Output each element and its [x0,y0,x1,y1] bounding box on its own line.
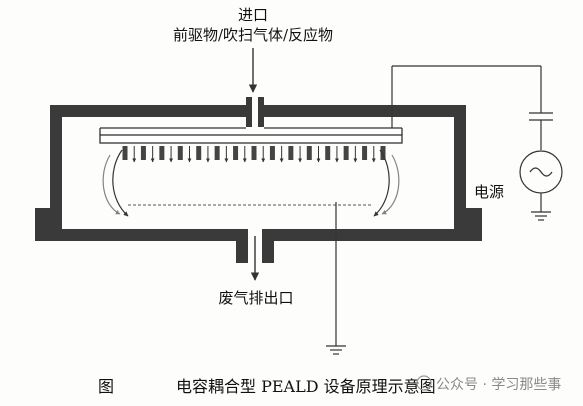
power-label: 电源 [474,183,504,201]
gas-hole [177,146,183,160]
gas-hole [269,146,275,160]
gas-hole [343,146,349,160]
gas-hole [362,146,368,160]
gas-hole [325,146,331,160]
watermark: 公众号 · 学习那些事 [416,375,561,393]
chat-bubble-icon [416,375,432,391]
gas-hole [159,146,165,160]
substrate-ground [326,202,346,355]
exhaust-label: 废气排出口 [218,289,293,307]
right-flow-curve-inner [381,154,400,215]
gas-hole [214,146,220,160]
right-flow-curve [373,149,390,217]
figure-prefix: 图 [98,377,114,396]
gas-hole [380,146,386,160]
gas-hole [251,146,257,160]
gas-hole [140,146,146,160]
gas-hole [233,146,239,160]
gas-hole [196,146,202,160]
gas-hole [288,146,294,160]
gas-distribution-holes [122,146,386,163]
left-flow-curve-inner [102,154,121,215]
inlet-gases-label: 前驱物/吹扫气体/反应物 [173,26,333,44]
showerhead-electrode [99,127,403,144]
watermark-text: 公众号 · 学习那些事 [436,377,561,393]
gas-hole [122,146,128,160]
reactor-chamber [35,97,482,263]
power-circuit [391,65,563,221]
left-flow-curve [112,149,129,217]
inlet-title-label: 进口 [238,6,268,24]
gas-hole [306,146,312,160]
figure-caption: 电容耦合型 PEALD 设备原理示意图 [176,377,436,396]
